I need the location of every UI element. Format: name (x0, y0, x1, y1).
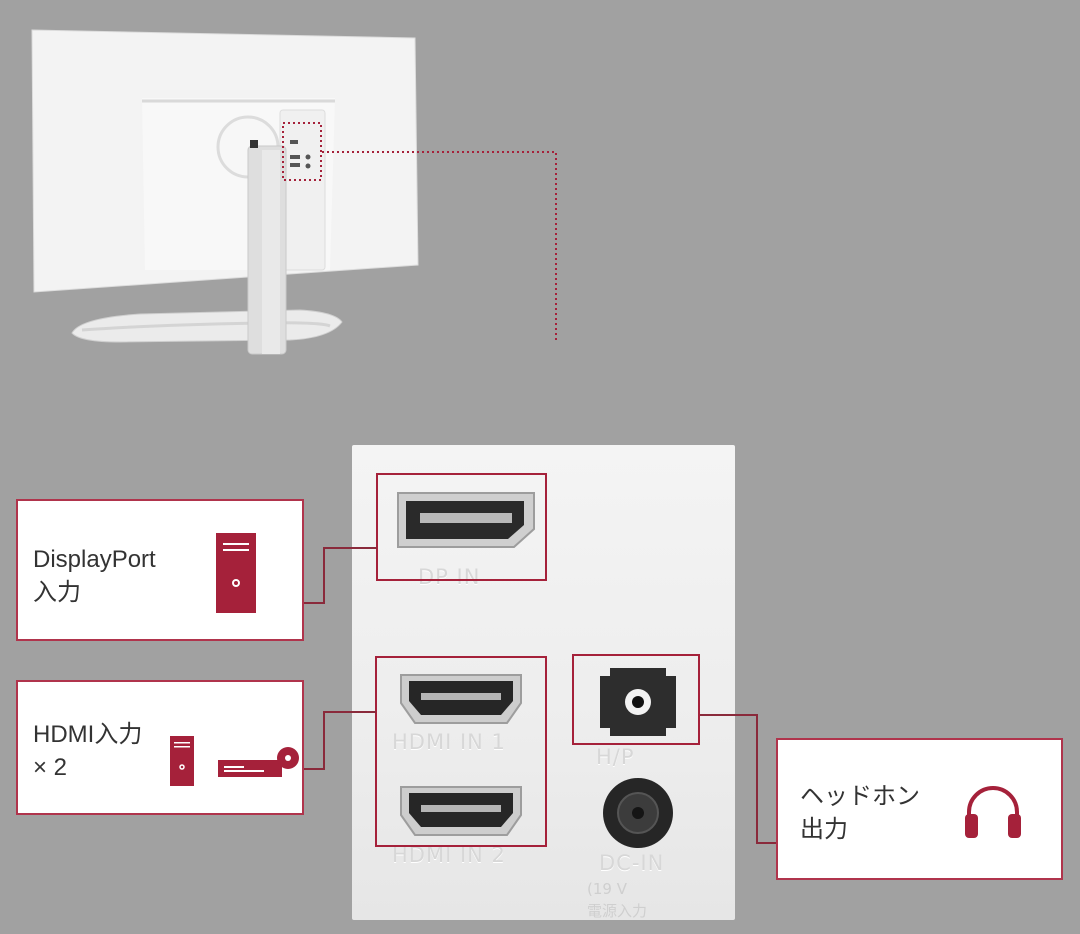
hdmi-port-2 (400, 786, 522, 836)
monitor-rear-illustration (31, 29, 557, 355)
hp-highlight (572, 654, 700, 745)
connector-line (756, 842, 778, 844)
callout-displayport: DisplayPort 入力 (16, 499, 304, 641)
displayport-port (397, 492, 535, 548)
dc-sub-label: 電源入力 (587, 902, 648, 920)
media-player-icon (218, 747, 299, 777)
dp-highlight (376, 473, 547, 581)
callout-displayport-label: DisplayPort 入力 (33, 546, 156, 606)
hdmi-port-1 (400, 674, 522, 724)
callout-hdmi: HDMI入力 × 2 (16, 680, 304, 815)
connector-line (756, 714, 758, 844)
connector-line (303, 602, 325, 604)
connector-line (323, 547, 377, 549)
dc-rating-label: (19 V (587, 880, 627, 898)
pc-tower-icon (170, 736, 194, 786)
hdmi-highlight (375, 656, 547, 847)
dp-in-label: DP IN (418, 565, 481, 589)
connector-line (303, 768, 325, 770)
headphone-jack (600, 668, 676, 736)
callout-headphone-label: ヘッドホン 出力 (800, 783, 920, 843)
callout-hdmi-label: HDMI入力 × 2 (33, 721, 143, 781)
hp-label: H/P (596, 745, 635, 769)
headphones-icon (965, 786, 1021, 838)
hdmi-in-2-label: HDMI IN 2 (392, 843, 506, 867)
dc-in-label: DC-IN (599, 851, 665, 875)
hdmi-in-1-label: HDMI IN 1 (392, 730, 506, 754)
pc-tower-icon (216, 533, 256, 613)
connector-line (323, 711, 325, 770)
callout-headphone: ヘッドホン 出力 (776, 738, 1063, 880)
connector-line (323, 547, 325, 604)
connector-line (323, 711, 376, 713)
connector-line (700, 714, 758, 716)
port-panel: DP IN HDMI IN 1 HDMI IN 2 H/P DC-IN (352, 445, 735, 920)
dc-in-jack (603, 778, 673, 848)
